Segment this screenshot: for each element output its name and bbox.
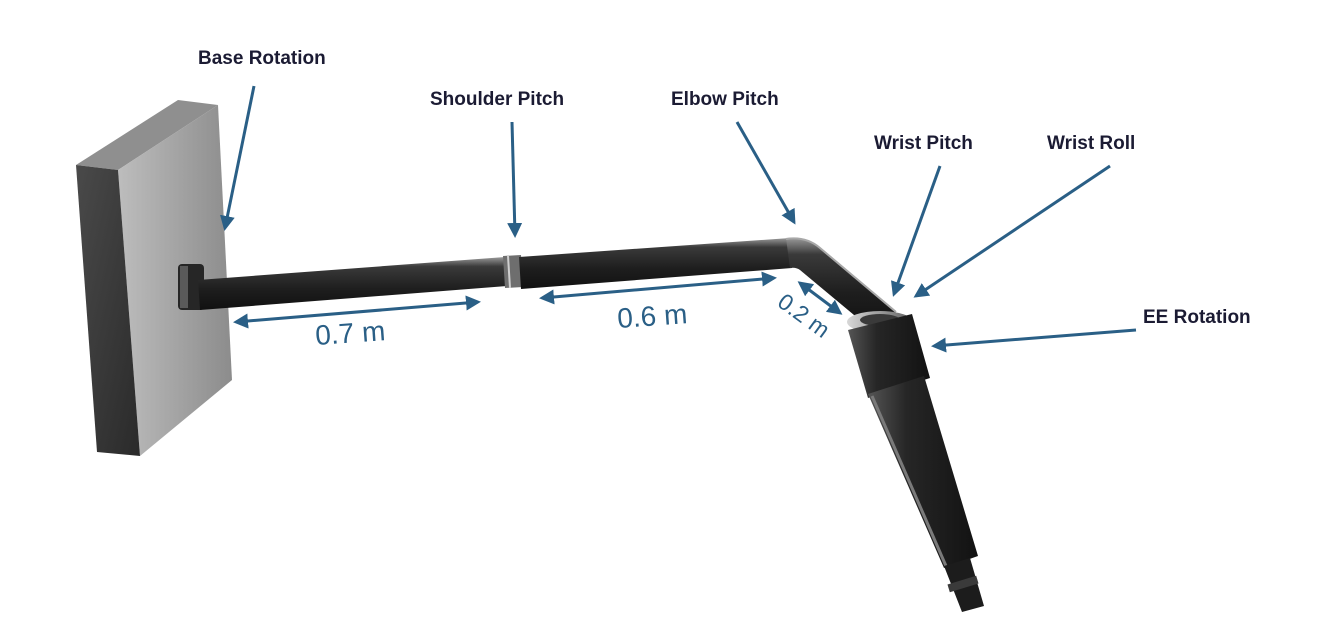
shoulder-pitch-pointer xyxy=(507,121,523,238)
wrist-roll-label: Wrist Roll xyxy=(1047,133,1135,154)
base-side-face xyxy=(118,105,232,456)
wrist-link-dimension-arrow xyxy=(797,281,843,315)
base-rotation-pointer xyxy=(220,85,256,231)
wrist-pitch-label: Wrist Pitch xyxy=(874,133,973,154)
upper-arm-length-label: 0.7 m xyxy=(314,315,386,351)
pointer-arrows xyxy=(220,85,1137,353)
wrist-pitch-pointer xyxy=(891,165,942,297)
wrist-body xyxy=(848,314,930,398)
base-front-face xyxy=(76,165,140,456)
forearm-length-label: 0.6 m xyxy=(616,298,688,334)
dimension-arrows xyxy=(233,271,843,329)
ee-rotation-label: EE Rotation xyxy=(1143,307,1251,328)
shoulder-pitch-label: Shoulder Pitch xyxy=(430,89,564,110)
base-rotation-label: Base Rotation xyxy=(198,48,326,69)
wrist-link-length-label: 0.2 m xyxy=(773,288,835,343)
elbow-pitch-pointer xyxy=(735,121,796,225)
ee-rotation-pointer xyxy=(931,328,1137,353)
base-top-face xyxy=(76,100,218,170)
forearm-dimension-arrow xyxy=(539,271,777,305)
upper-arm-dimension-arrow xyxy=(233,295,481,329)
tool-shaft xyxy=(868,376,978,568)
wrist-roll-pointer xyxy=(913,164,1111,298)
base-block xyxy=(76,100,232,456)
elbow-pitch-label: Elbow Pitch xyxy=(671,89,779,110)
robot-arm xyxy=(178,237,984,612)
